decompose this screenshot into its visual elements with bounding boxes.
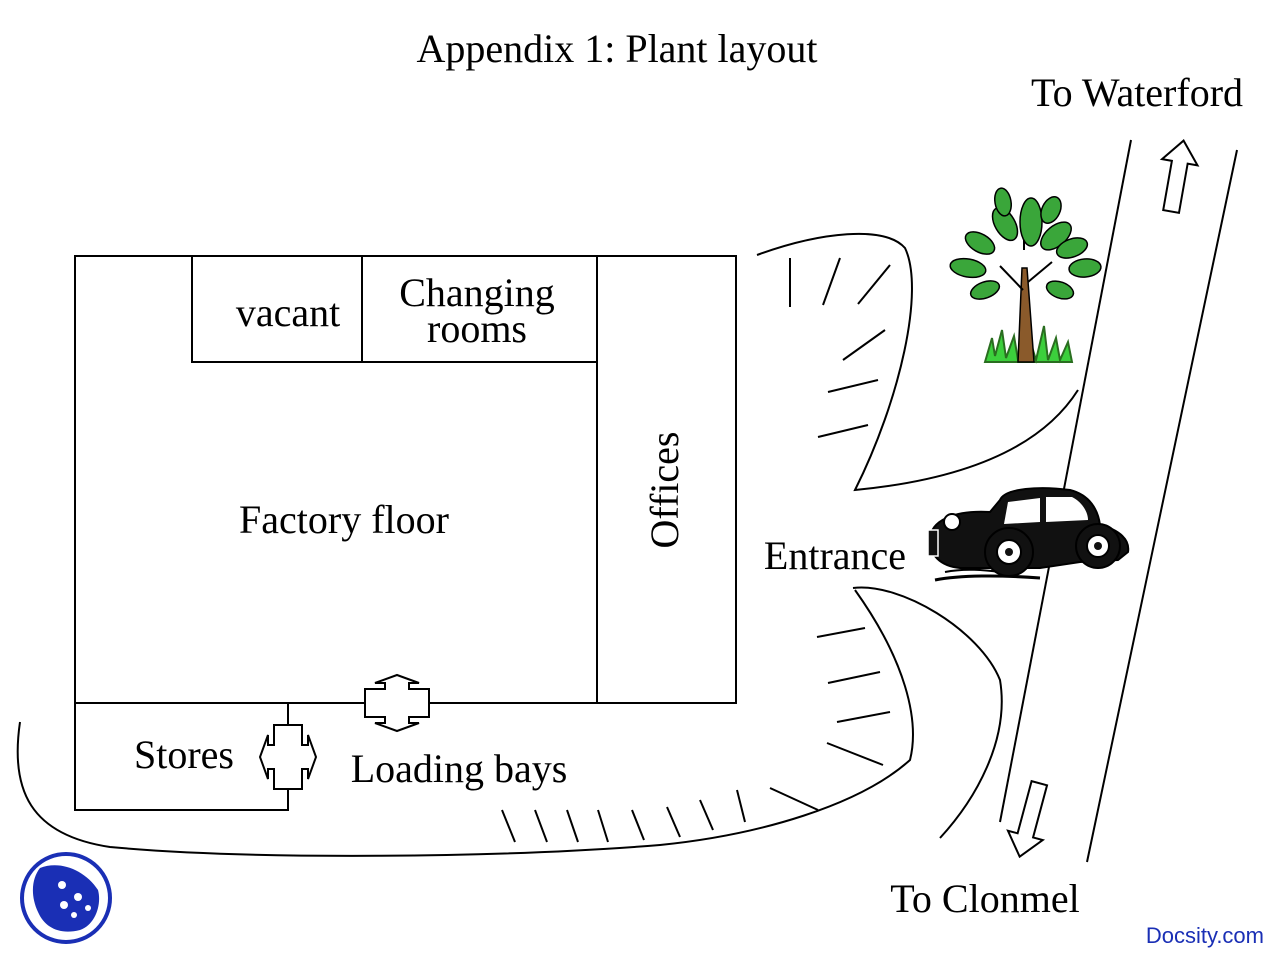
loading-bay-arrow-icon	[364, 673, 430, 733]
factory-floor-label: Factory floor	[239, 497, 449, 542]
diagram-title: Appendix 1: Plant layout	[416, 26, 817, 71]
arrow-up-icon	[1159, 139, 1200, 215]
parking-marks	[501, 257, 891, 843]
changing-rooms-label-line1: Changing	[399, 270, 555, 315]
to-waterford-label: To Waterford	[1031, 70, 1243, 115]
tree-icon	[949, 187, 1102, 364]
changing-rooms-label-line2: rooms	[427, 306, 527, 351]
vacant-label: vacant	[236, 290, 340, 335]
main-road	[999, 139, 1238, 863]
loading-bays-label: Loading bays	[351, 746, 568, 791]
entrance-label: Entrance	[764, 533, 906, 578]
stores-label: Stores	[134, 732, 234, 777]
loading-bay-arrow-icon	[258, 724, 318, 790]
arrow-down-icon	[1006, 779, 1049, 859]
docsity-watermark[interactable]: Docsity.com	[1146, 923, 1264, 948]
logo-icon	[20, 852, 112, 944]
factory-building-outline	[74, 255, 737, 704]
offices-label: Offices	[642, 432, 687, 549]
access-road	[16, 232, 1079, 857]
car-icon	[927, 487, 1130, 582]
to-clonmel-label: To Clonmel	[890, 876, 1079, 921]
